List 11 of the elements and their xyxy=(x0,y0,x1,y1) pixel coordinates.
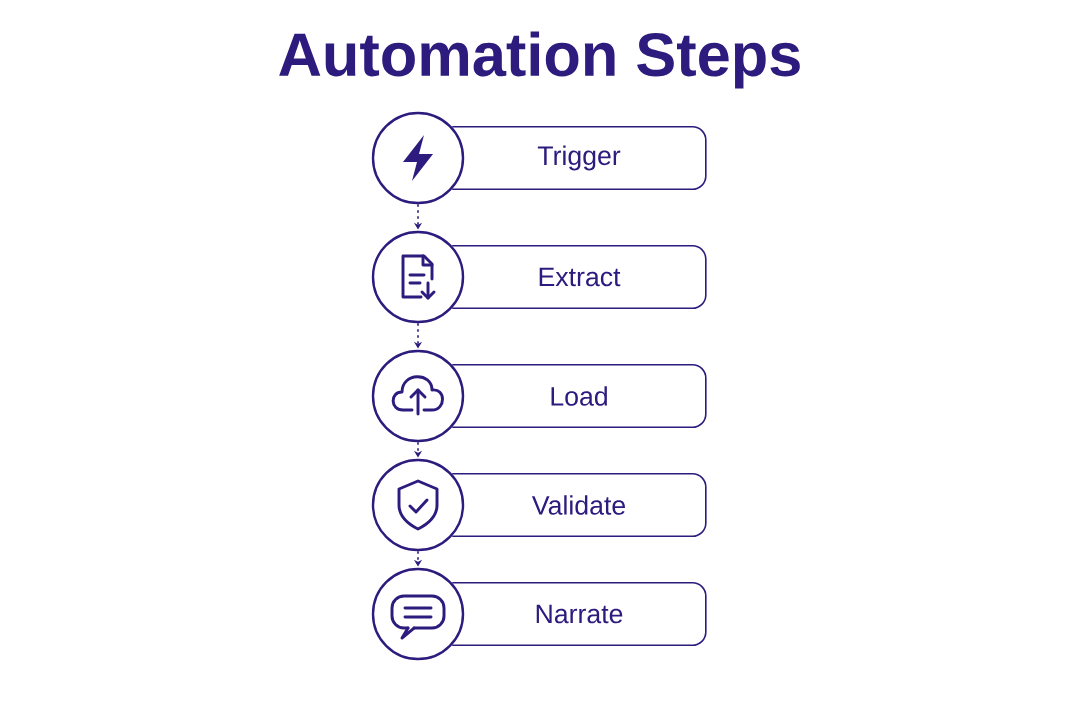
step-box: Validate xyxy=(451,472,707,538)
icon-circle xyxy=(371,111,465,205)
icon-circle xyxy=(371,230,465,324)
step-box: Narrate xyxy=(451,581,707,647)
step-box: Load xyxy=(451,363,707,429)
title: Automation Steps xyxy=(279,31,800,89)
step-box: Extract xyxy=(451,244,707,310)
icon-circle xyxy=(371,567,465,661)
icon-circle xyxy=(371,458,465,552)
icon-circle xyxy=(371,349,465,443)
step-box: Trigger xyxy=(451,125,707,191)
